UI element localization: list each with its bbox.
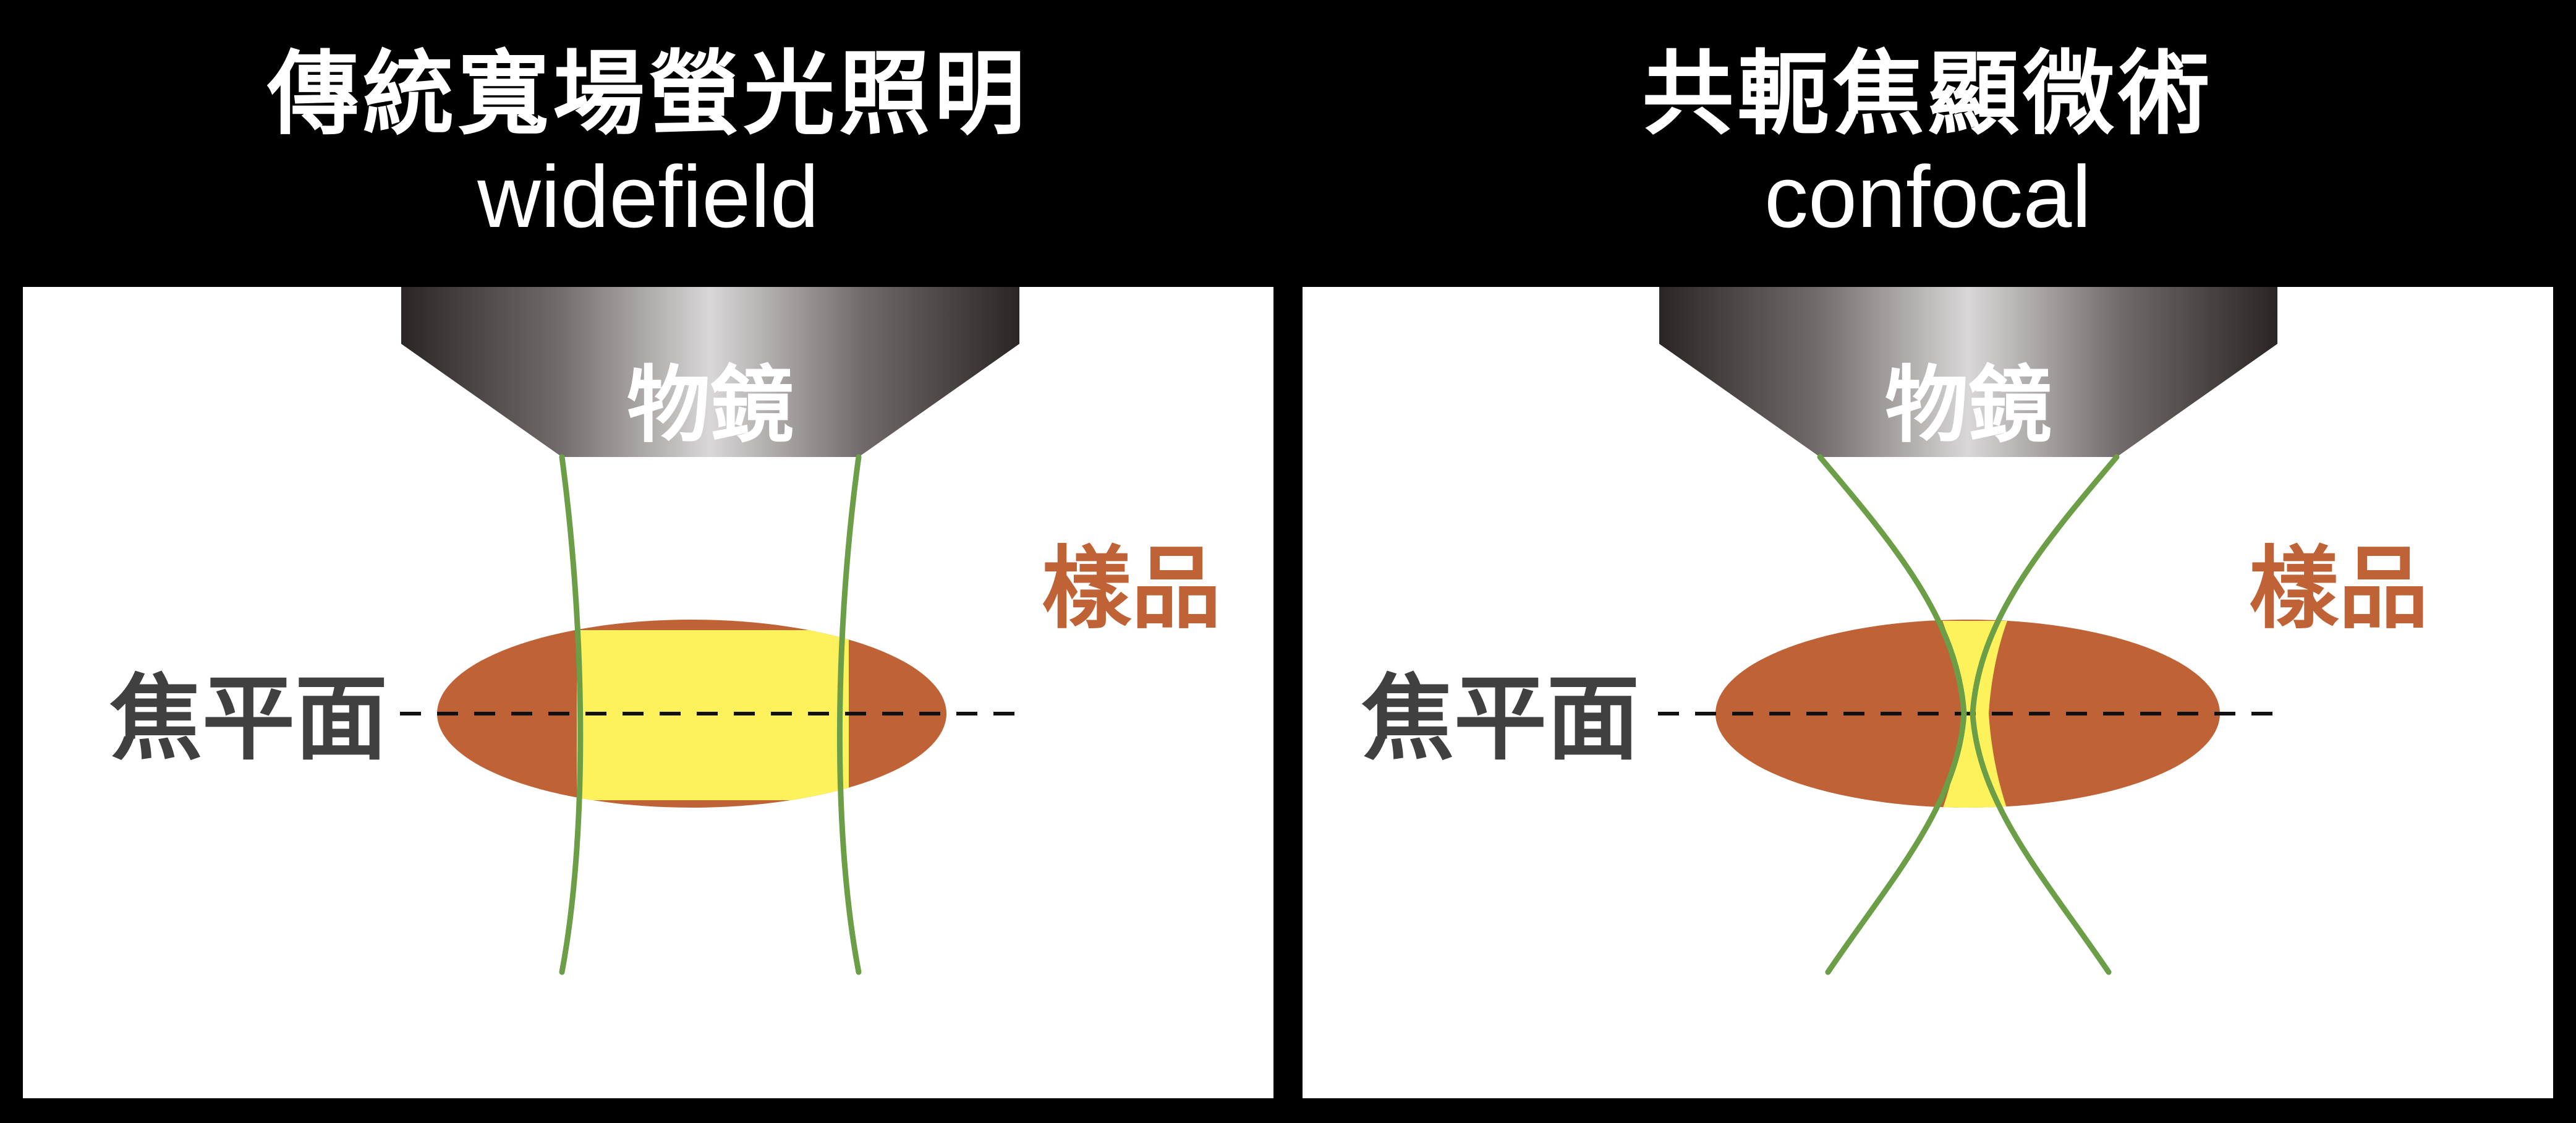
confocal-header: 共軛焦顯微術 confocal — [1303, 0, 2553, 281]
widefield-panel: 物鏡 樣品 焦平面 — [23, 287, 1273, 1098]
widefield-header: 傳統寬場螢光照明 widefield — [23, 0, 1273, 281]
beam-right-edge — [1970, 454, 2120, 975]
objective-lens: 物鏡 — [1659, 287, 2277, 457]
confocal-title-zh: 共軛焦顯微術 — [1642, 41, 2214, 147]
objective-label: 物鏡 — [1885, 357, 2052, 454]
objective-label: 物鏡 — [627, 357, 794, 454]
beam-right-edge — [836, 454, 862, 975]
objective-tip — [1659, 344, 2277, 457]
widefield-title-zh: 傳統寬場螢光照明 — [267, 41, 1029, 147]
objective-barrel — [1659, 287, 2277, 344]
sample-label: 樣品 — [1042, 537, 1221, 641]
confocal-panel: 物鏡 樣品 焦平面 — [1303, 287, 2553, 1098]
confocal-title-en: confocal — [1764, 148, 2091, 246]
beam-left-edge — [559, 454, 584, 975]
widefield-title-en: widefield — [477, 148, 819, 246]
focal-plane-label: 焦平面 — [1361, 665, 1639, 773]
confocal-diagram: 物鏡 樣品 焦平面 — [1361, 287, 2428, 975]
widefield-diagram: 物鏡 樣品 焦平面 — [109, 287, 1221, 975]
beam-left-edge — [1817, 454, 1967, 975]
focal-plane-label: 焦平面 — [109, 665, 388, 773]
objective-lens: 物鏡 — [401, 287, 1019, 457]
sample-label: 樣品 — [2249, 537, 2428, 641]
objective-tip — [401, 344, 1019, 457]
objective-barrel — [401, 287, 1019, 344]
